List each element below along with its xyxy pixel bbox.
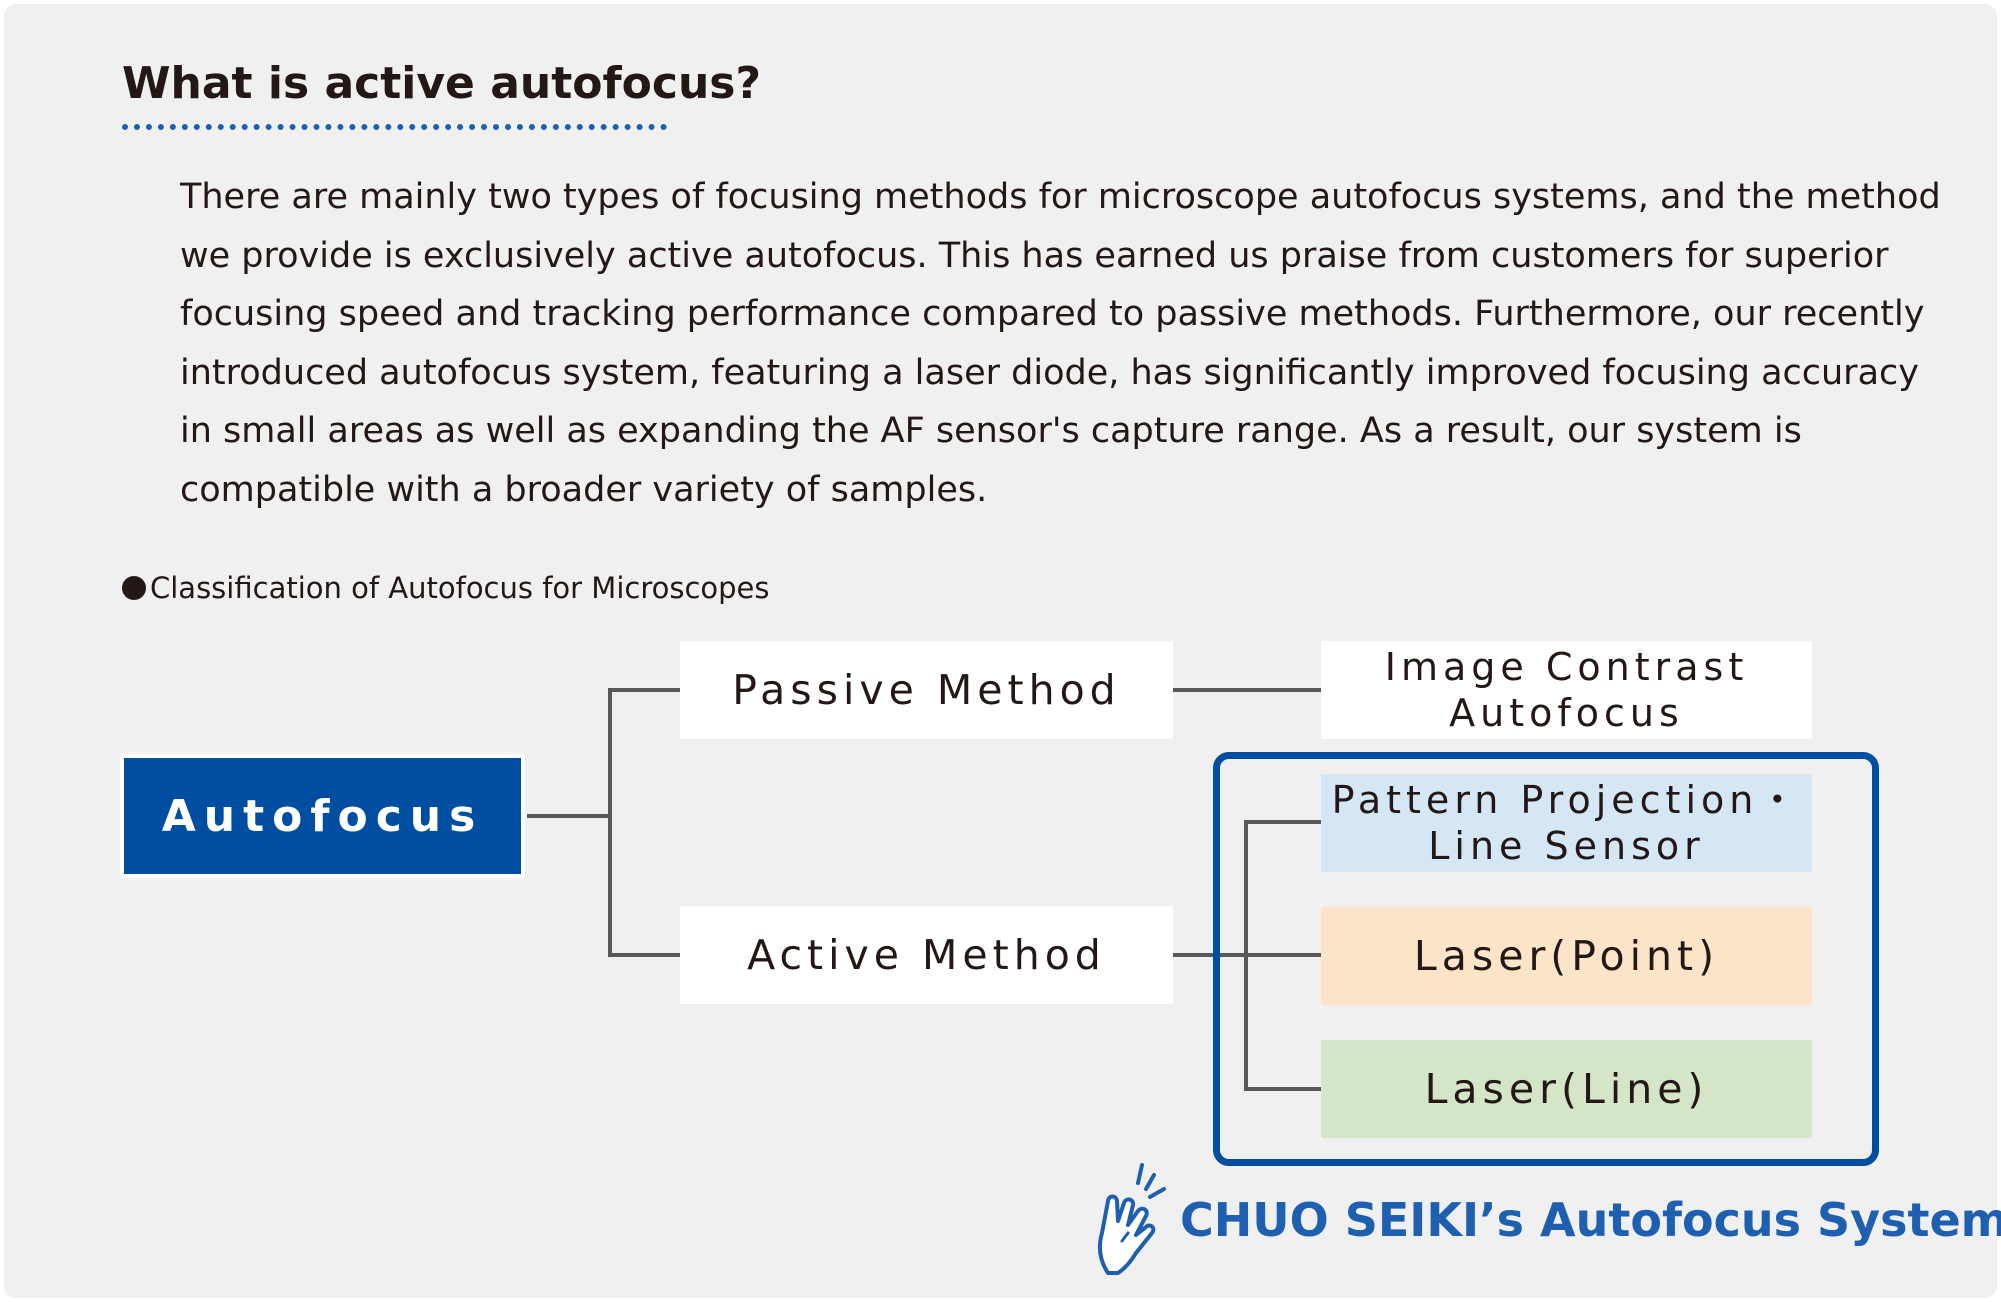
diagram-heading-text: Classification of Autofocus for Microsco… (150, 571, 770, 605)
paragraph-line: focusing speed and tracking performance … (180, 294, 1925, 334)
pointing-hand-icon (1098, 1163, 1166, 1275)
paragraph-line: in small areas as well as expanding the … (180, 411, 1802, 451)
laser-point-box: Laser(Point) (1321, 907, 1812, 1005)
autofocus-system-caption: CHUO SEIKI’s Autofocus System (1094, 1160, 2001, 1280)
bullet-dot-icon (122, 576, 146, 600)
laser-line-box: Laser(Line) (1321, 1040, 1812, 1138)
box-label-line: Line Sensor (1428, 824, 1705, 868)
branch-bracket (608, 688, 680, 957)
intro-paragraph: There are mainly two types of focusing m… (180, 168, 1941, 519)
paragraph-line: introduced autofocus system, featuring a… (180, 352, 1919, 393)
box-label-line: Autofocus (1449, 691, 1684, 735)
box-label-line: Pattern Projection・ (1331, 778, 1802, 822)
paragraph-line: compatible with a broader variety of sam… (180, 469, 988, 510)
section-title: What is active autofocus? (122, 58, 761, 109)
footer-caption-text: CHUO SEIKI’s Autofocus System (1180, 1193, 2001, 1247)
chuo-seiki-highlight-frame (1213, 752, 1879, 1166)
image-contrast-autofocus-box: Image Contrast Autofocus (1321, 641, 1812, 739)
title-dotted-underline (122, 124, 667, 130)
passive-method-box: Passive Method (680, 641, 1173, 739)
diagram-heading: Classification of Autofocus for Microsco… (122, 568, 770, 608)
box-label-line: Image Contrast (1384, 645, 1749, 689)
paragraph-line: There are mainly two types of focusing m… (180, 177, 1941, 217)
active-subbranch-bracket (1244, 820, 1321, 1091)
autofocus-box: Autofocus (120, 754, 525, 878)
active-method-box: Active Method (680, 906, 1173, 1004)
paragraph-line: we provide is exclusively active autofoc… (180, 235, 1889, 276)
pattern-projection-box: Pattern Projection・ Line Sensor (1321, 774, 1812, 872)
